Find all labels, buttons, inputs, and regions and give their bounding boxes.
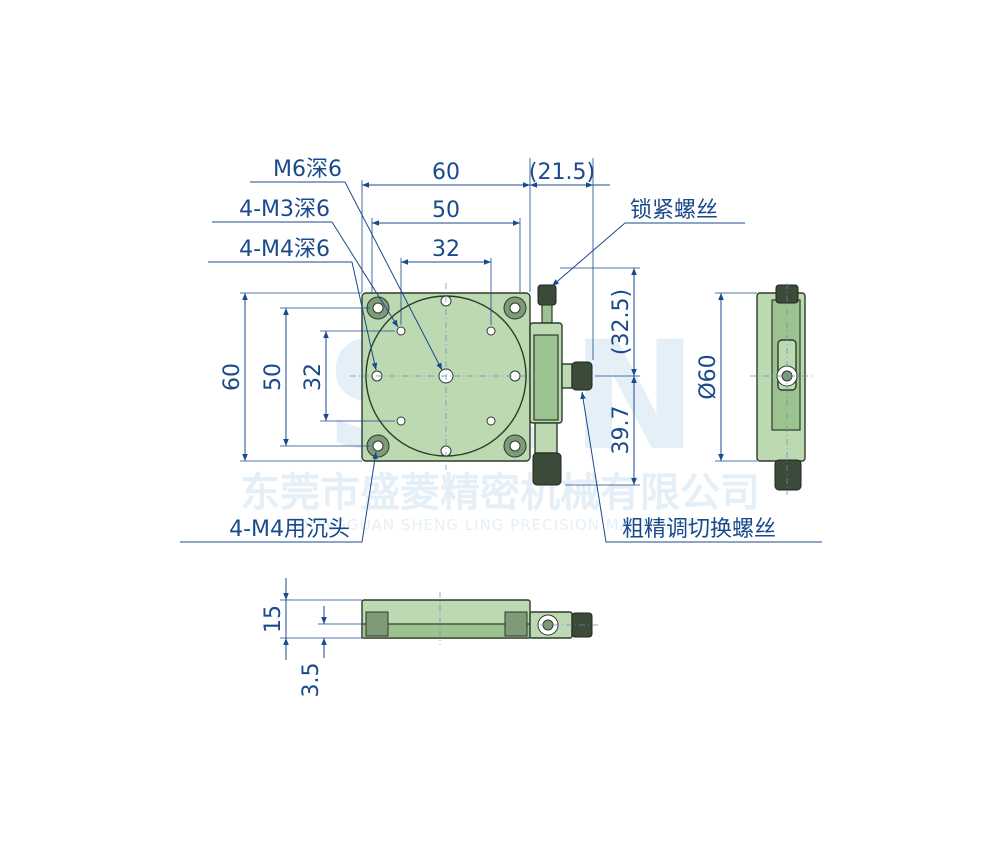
dim-thickness-15: 15 (261, 605, 286, 633)
front-view-dimensions: 15 3.5 (261, 578, 362, 698)
dim-v-32-5: (32.5) (609, 289, 634, 355)
m3-holes (396, 326, 496, 426)
counterbore-holes (366, 296, 527, 458)
m4-holes (371, 295, 521, 457)
label-m4-counterbore: 4-M4用沉头 (229, 517, 350, 542)
callout-labels: M6深6 4-M3深6 4-M4深6 4-M4用沉头 锁紧螺丝 粗精调切换螺丝 (180, 157, 822, 543)
watermark-company-cn: 东莞市盛菱精密机械有限公司 (240, 470, 760, 516)
dim-height-50: 50 (261, 363, 286, 391)
dim-offset-21-5: (21.5) (529, 160, 595, 185)
stage-front-view (361, 592, 600, 645)
label-m3-depth: 4-M3深6 (239, 197, 330, 222)
dim-width-50: 50 (432, 198, 460, 223)
dim-v-39-7: 39.7 (609, 406, 634, 455)
dim-diameter-60: Ø60 (696, 354, 721, 399)
adjust-screw-knob (571, 361, 593, 391)
vertical-dimensions-right: (32.5) 39.7 Ø60 (560, 267, 757, 486)
label-adjust-screw: 粗精调切换螺丝 (622, 517, 776, 542)
dim-height-60: 60 (220, 363, 245, 391)
stage-side-view (750, 283, 815, 495)
watermark-company-en: DONGGUAN SHENG LING PRECISION MACHINERY (297, 516, 703, 534)
side-thimble (774, 459, 802, 491)
stage-top-view (350, 283, 593, 486)
label-lock-screw: 锁紧螺丝 (630, 198, 718, 223)
dim-base-3-5: 3.5 (299, 663, 324, 698)
lock-screw-knob (537, 284, 557, 306)
horizontal-dimensions: 60 50 32 (21.5) (361, 158, 610, 360)
label-m4-depth: 4-M4深6 (239, 237, 330, 262)
micrometer-thimble (532, 452, 562, 486)
dim-height-32: 32 (301, 363, 326, 391)
micrometer-assembly (529, 284, 593, 486)
dim-width-60: 60 (432, 160, 460, 185)
vertical-dimensions-left: 60 50 32 (220, 292, 395, 462)
label-m6-depth: M6深6 (273, 157, 342, 182)
dim-width-32: 32 (432, 237, 460, 262)
